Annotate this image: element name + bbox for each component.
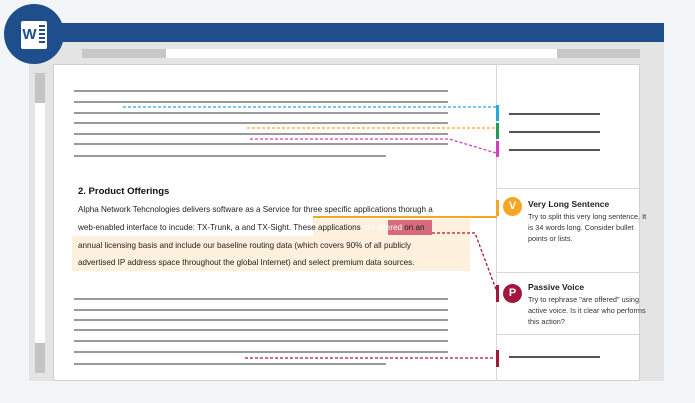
card-divider (497, 188, 640, 189)
placeholder-text-line (74, 143, 448, 145)
paragraph-line: advertised IP address space throughout t… (78, 258, 414, 267)
placeholder-text-line (74, 133, 448, 135)
placeholder-text-line (74, 351, 448, 353)
suggestion-body: Try to rephrase "are offered" using acti… (528, 295, 646, 326)
text: advertised IP address space throughout t… (78, 258, 415, 267)
suggestion-body: Try to split this very long sentence. It… (528, 212, 647, 243)
placeholder-text-line (74, 112, 448, 114)
scrollbar-thumb-bottom[interactable] (35, 343, 45, 373)
text: on an (401, 223, 425, 232)
comment-marker[interactable] (496, 123, 499, 139)
placeholder-text-line (74, 309, 448, 311)
card-divider (497, 334, 640, 335)
ruler-right-margin (557, 49, 640, 58)
text: web-enabled interface to incude: TX-Trun… (78, 223, 294, 232)
ruler (166, 49, 557, 58)
placeholder-text-line (74, 122, 448, 124)
placeholder-text-line (74, 363, 386, 365)
comment-placeholder[interactable] (509, 113, 600, 115)
title-bar (29, 23, 664, 42)
text: These applications (293, 223, 363, 232)
suggestion-title: Very Long Sentence (528, 199, 610, 209)
connector-magenta (250, 138, 497, 154)
placeholder-text-line (74, 298, 448, 300)
sentence-highlight (72, 236, 470, 271)
comment-marker[interactable] (496, 141, 499, 157)
comment-marker[interactable] (496, 285, 499, 302)
placeholder-text-line (74, 319, 448, 321)
suggestion-card-passive-voice[interactable]: P (503, 284, 522, 303)
section-heading: 2. Product Offerings (78, 186, 170, 197)
comment-placeholder[interactable] (509, 356, 600, 358)
placeholder-text-line (74, 340, 448, 342)
flagged-phrase[interactable]: are offered (362, 223, 402, 232)
comment-placeholder[interactable] (509, 149, 600, 151)
passive-voice-highlight[interactable] (388, 220, 432, 235)
placeholder-text-line (74, 101, 448, 103)
placeholder-text-line (74, 329, 448, 331)
passive-voice-icon: P (503, 284, 522, 303)
comment-marker[interactable] (496, 350, 499, 367)
comment-marker[interactable] (496, 200, 499, 216)
paragraph-line: Alpha Network Tehcnologies delivers soft… (78, 205, 433, 214)
text: annual licensing basis and include our b… (78, 241, 411, 250)
card-divider (497, 272, 640, 273)
comment-placeholder[interactable] (509, 131, 600, 133)
comments-pane-divider (496, 64, 497, 381)
paragraph-line: web-enabled interface to incude: TX-Trun… (78, 223, 424, 232)
scrollbar-thumb-top[interactable] (35, 73, 45, 103)
word-logo-icon: W (4, 4, 64, 64)
long-sentence-underline (313, 216, 497, 218)
suggestion-title: Passive Voice (528, 282, 585, 292)
very-long-sentence-icon: V (503, 197, 522, 216)
placeholder-text-line (74, 155, 386, 157)
paragraph-line: annual licensing basis and include our b… (78, 241, 411, 250)
connector-passive (432, 232, 498, 293)
placeholder-text-line (74, 90, 448, 92)
scrollbar[interactable] (35, 73, 45, 373)
ruler-left-margin (82, 49, 166, 58)
text: Alpha Network Tehcnologies delivers soft… (78, 205, 433, 214)
comment-marker[interactable] (496, 105, 499, 121)
suggestion-card-long-sentence[interactable]: V (503, 197, 522, 216)
